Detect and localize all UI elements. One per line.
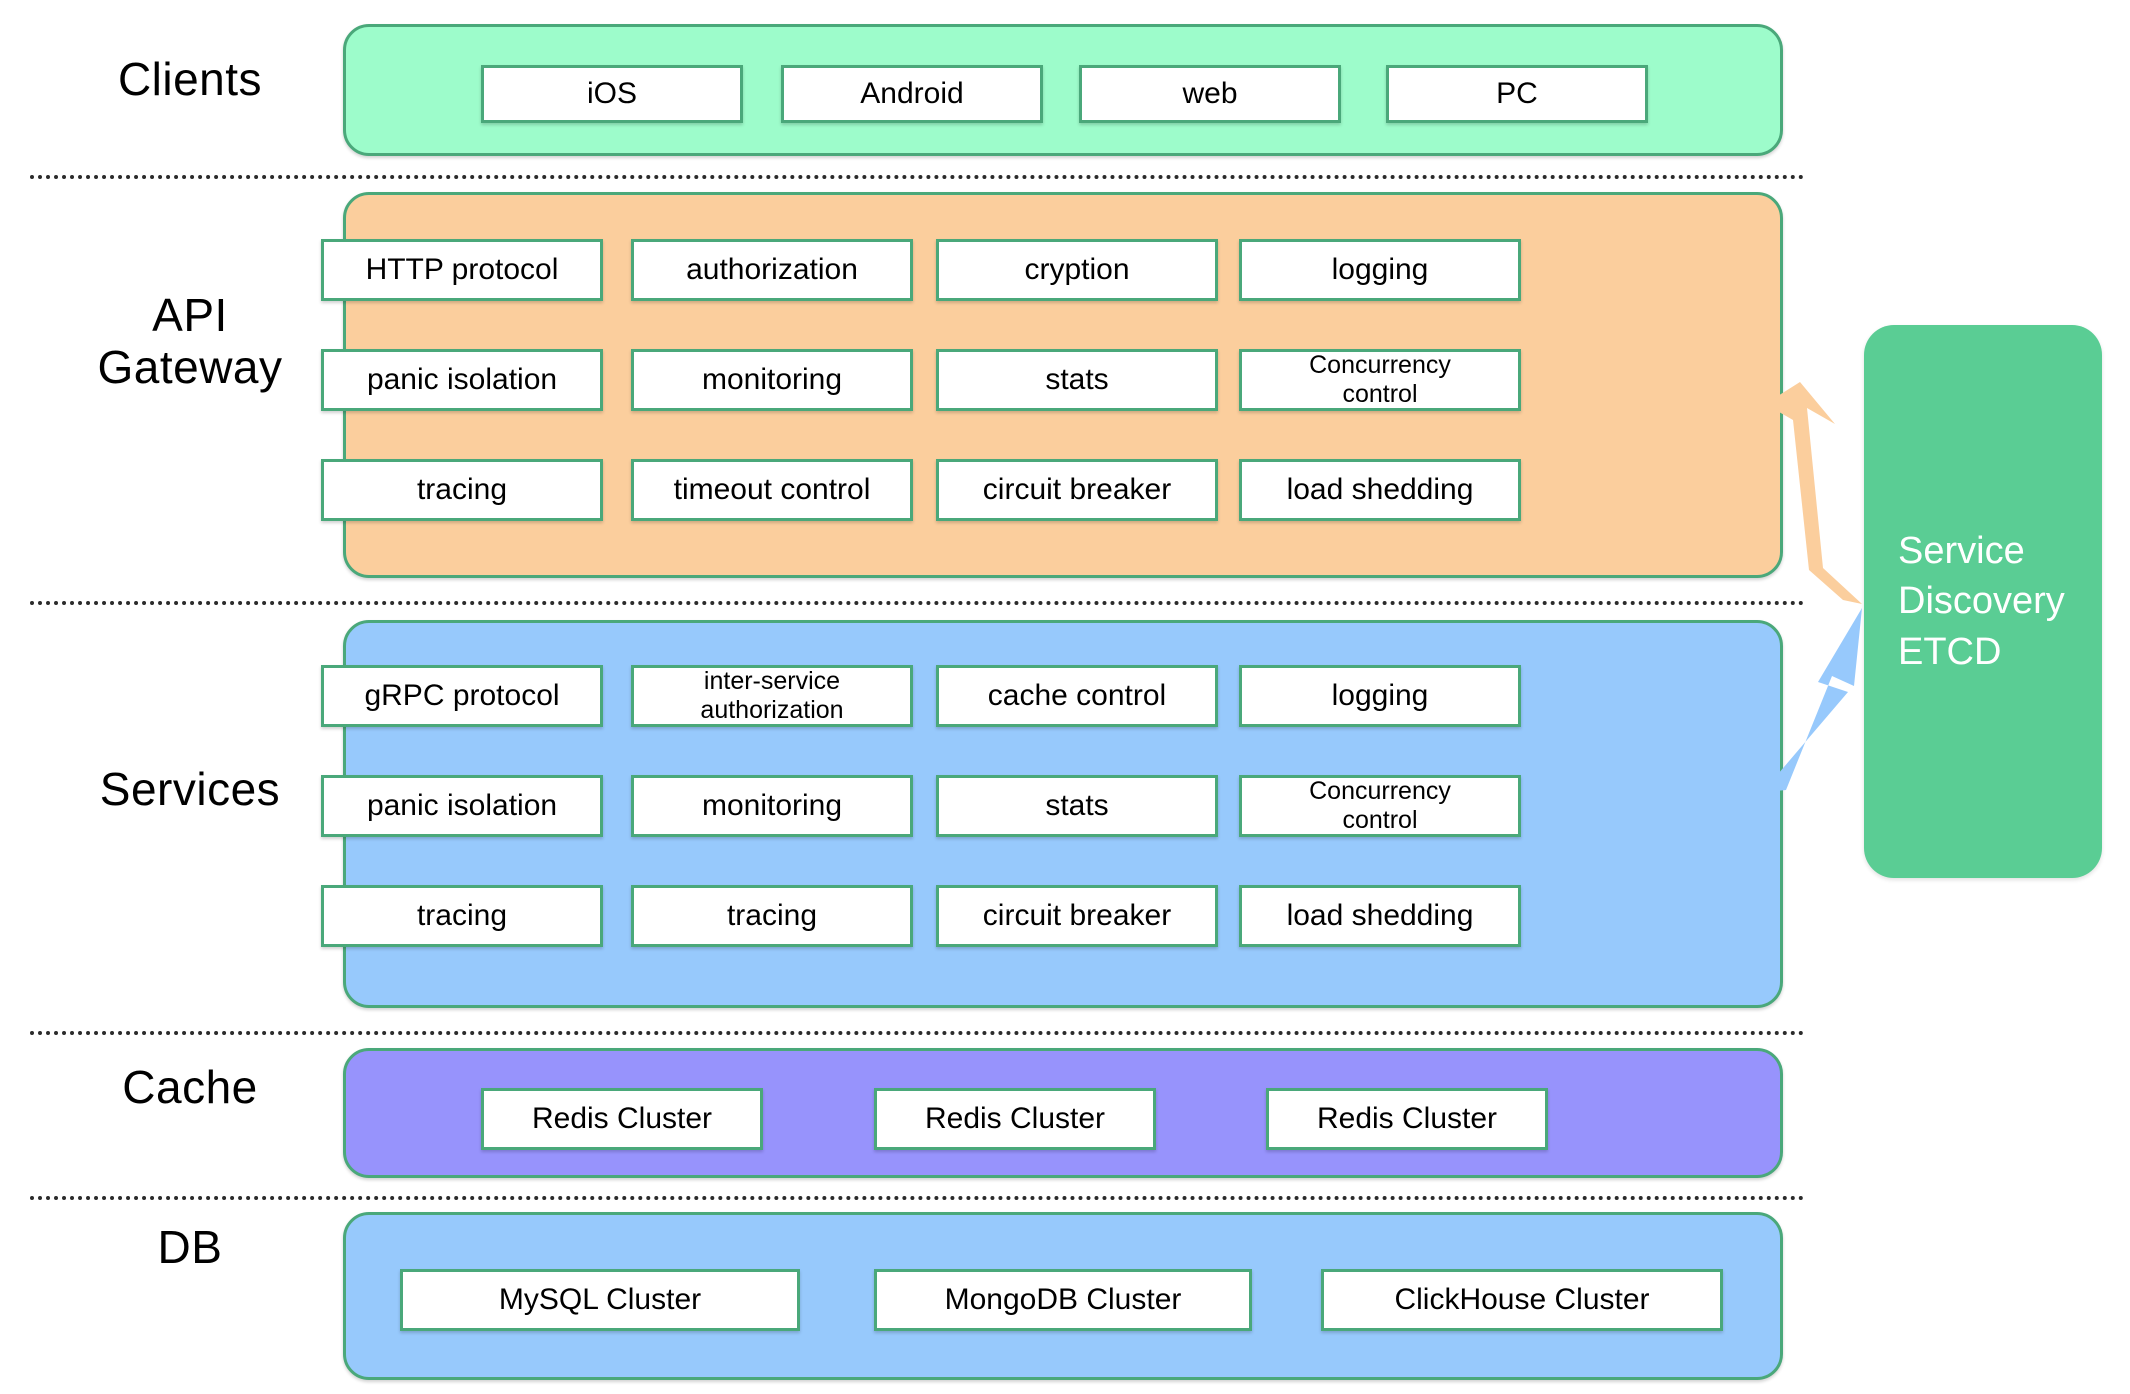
- cell-tracing-services-1[interactable]: tracing: [321, 885, 603, 947]
- separator-services-cache: [30, 1031, 1805, 1035]
- band-cache: Redis Cluster Redis Cluster Redis Cluste…: [343, 1048, 1783, 1178]
- cell-mongodb-cluster[interactable]: MongoDB Cluster: [874, 1269, 1252, 1331]
- cell-tracing-services-2[interactable]: tracing: [631, 885, 913, 947]
- cell-redis-cluster-2[interactable]: Redis Cluster: [874, 1088, 1156, 1150]
- cell-web[interactable]: web: [1079, 65, 1341, 123]
- cell-tracing-gateway[interactable]: tracing: [321, 459, 603, 521]
- cell-monitoring-gateway[interactable]: monitoring: [631, 349, 913, 411]
- row-label-db: DB: [157, 1221, 223, 1273]
- separator-gateway-services: [30, 601, 1805, 605]
- cell-load-shedding-services[interactable]: load shedding: [1239, 885, 1521, 947]
- cell-authorization[interactable]: authorization: [631, 239, 913, 301]
- cell-logging-services[interactable]: logging: [1239, 665, 1521, 727]
- cell-concurrency-control-services[interactable]: Concurrency control: [1239, 775, 1521, 837]
- cell-ios[interactable]: iOS: [481, 65, 743, 123]
- cell-concurrency-control-gateway[interactable]: Concurrency control: [1239, 349, 1521, 411]
- cell-android[interactable]: Android: [781, 65, 1043, 123]
- row-label-api-gateway: API Gateway: [97, 289, 283, 393]
- cell-pc[interactable]: PC: [1386, 65, 1648, 123]
- cell-circuit-breaker-services[interactable]: circuit breaker: [936, 885, 1218, 947]
- cell-panic-isolation-gateway[interactable]: panic isolation: [321, 349, 603, 411]
- cell-inter-service-authorization[interactable]: inter-service authorization: [631, 665, 913, 727]
- cell-redis-cluster-3[interactable]: Redis Cluster: [1266, 1088, 1548, 1150]
- band-clients: iOS Android web PC: [343, 24, 1783, 156]
- cell-grpc-protocol[interactable]: gRPC protocol: [321, 665, 603, 727]
- cell-stats-gateway[interactable]: stats: [936, 349, 1218, 411]
- cell-circuit-breaker-gateway[interactable]: circuit breaker: [936, 459, 1218, 521]
- cell-cache-control[interactable]: cache control: [936, 665, 1218, 727]
- row-label-services: Services: [99, 763, 281, 815]
- cell-monitoring-services[interactable]: monitoring: [631, 775, 913, 837]
- band-services: gRPC protocol inter-service authorizatio…: [321, 620, 1783, 1008]
- cell-logging-gateway[interactable]: logging: [1239, 239, 1521, 301]
- cell-clickhouse-cluster[interactable]: ClickHouse Cluster: [1321, 1269, 1723, 1331]
- cell-timeout-control[interactable]: timeout control: [631, 459, 913, 521]
- service-discovery-etcd-node[interactable]: Service Discovery ETCD: [1864, 325, 2102, 878]
- cell-panic-isolation-services[interactable]: panic isolation: [321, 775, 603, 837]
- row-label-cache: Cache: [122, 1061, 258, 1113]
- cell-cryption[interactable]: cryption: [936, 239, 1218, 301]
- band-db: MySQL Cluster MongoDB Cluster ClickHouse…: [343, 1212, 1783, 1380]
- row-label-clients: Clients: [117, 53, 263, 105]
- cell-stats-services[interactable]: stats: [936, 775, 1218, 837]
- separator-cache-db: [30, 1196, 1805, 1200]
- cell-redis-cluster-1[interactable]: Redis Cluster: [481, 1088, 763, 1150]
- cell-load-shedding-gateway[interactable]: load shedding: [1239, 459, 1521, 521]
- separator-clients-gateway: [30, 175, 1805, 179]
- cell-http-protocol[interactable]: HTTP protocol: [321, 239, 603, 301]
- cell-mysql-cluster[interactable]: MySQL Cluster: [400, 1269, 800, 1331]
- band-api-gateway: HTTP protocol authorization cryption log…: [321, 192, 1783, 578]
